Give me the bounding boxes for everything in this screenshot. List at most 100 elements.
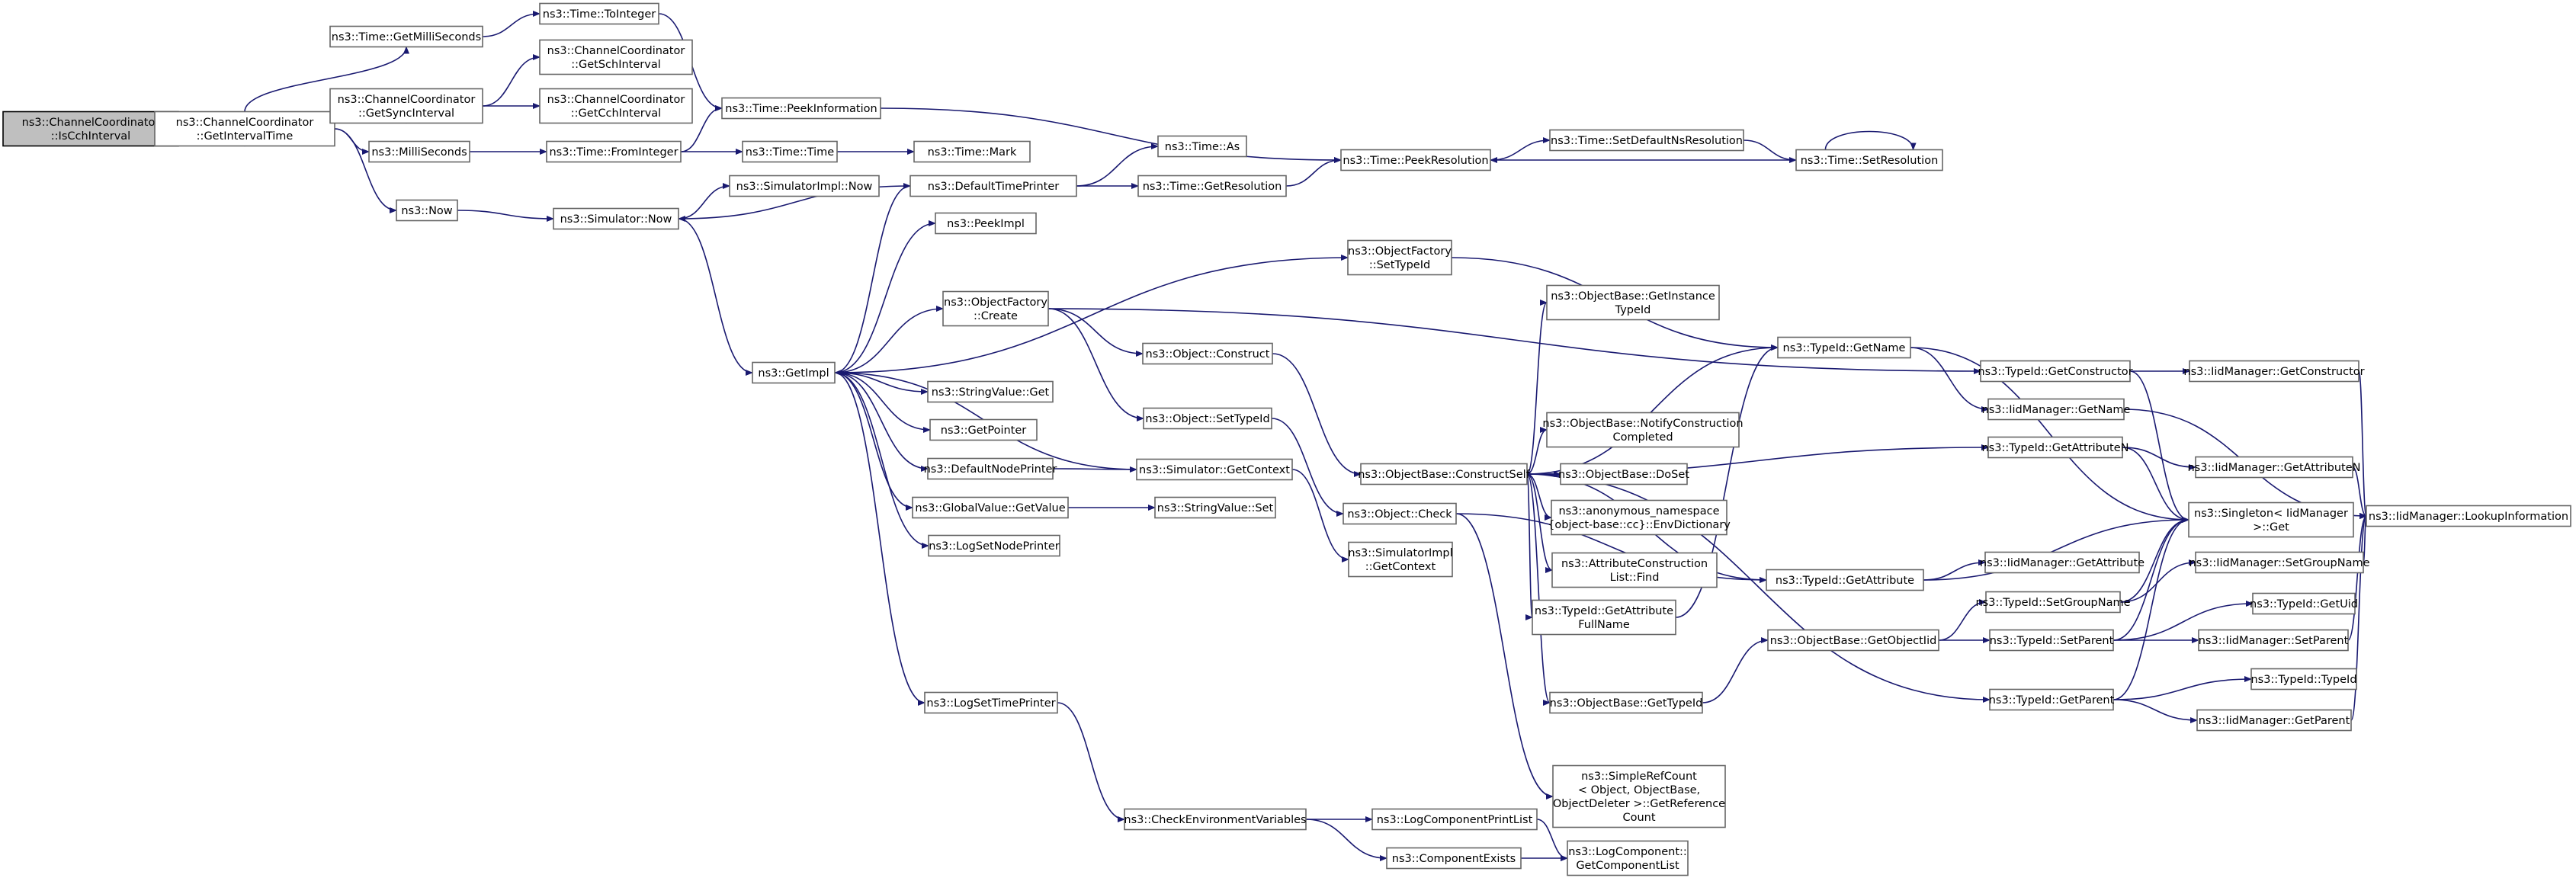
graph-node[interactable]: ns3::TypeId::GetUid [2250, 592, 2358, 615]
graph-node[interactable]: ns3::SimpleRefCount< Object, ObjectBase,… [1552, 764, 1726, 828]
graph-node[interactable]: ns3::IidManager::GetParent [2196, 709, 2352, 732]
graph-node[interactable]: ns3::ChannelCoordinator::GetSchInterval [539, 39, 693, 75]
graph-node[interactable]: ns3::Now [396, 199, 458, 222]
graph-node[interactable]: ns3::Time::PeekResolution [1340, 149, 1491, 171]
graph-node[interactable]: ns3::IidManager::GetAttributeN [2187, 456, 2361, 479]
graph-node[interactable]: ns3::ObjectBase::GetTypeId [1549, 691, 1703, 714]
edge-path [1272, 353, 1362, 477]
graph-node[interactable]: ns3::DefaultTimePrinter [909, 175, 1077, 197]
graph-node[interactable]: ns3::Object::SetTypeId [1143, 407, 1272, 430]
graph-node[interactable]: ns3::ObjectBase::ConstructSelf [1358, 463, 1531, 485]
graph-node[interactable]: ns3::Singleton< IidManager >::Get [2188, 501, 2354, 538]
graph-node[interactable]: ns3::IidManager::LookupInformation [2366, 505, 2571, 527]
node-box [2196, 709, 2352, 732]
graph-node[interactable]: ns3::Time::SetResolution [1795, 149, 1943, 171]
graph-node[interactable]: ns3::LogComponent::GetComponentList [1567, 840, 1689, 876]
node-label: ns3::Object::Construct [1146, 348, 1270, 360]
graph-node[interactable]: ns3::Time::ToInteger [539, 2, 659, 25]
graph-node[interactable]: ns3::LogSetTimePrinter [924, 691, 1058, 714]
graph-node[interactable]: ns3::Time::FromInteger [546, 140, 682, 163]
edge-path [1305, 819, 1387, 861]
node-label: ns3::IidManager::GetAttribute [1980, 557, 2145, 569]
node-box [1386, 847, 1522, 870]
graph-node[interactable]: ns3::ObjectBase::NotifyConstructionCompl… [1542, 412, 1744, 448]
graph-node[interactable]: ns3::IidManager::GetName [1982, 398, 2131, 421]
graph-node[interactable]: ns3::TypeId::GetParent [1989, 688, 2115, 711]
graph-node[interactable]: ns3::GlobalValue::GetValue [912, 496, 1069, 519]
graph-node[interactable]: ns3::TypeId::GetAttribute [1766, 569, 1924, 591]
graph-node[interactable]: ns3::PeekImpl [935, 212, 1037, 235]
graph-node[interactable]: ns3::StringValue::Set [1154, 496, 1276, 519]
graph-node[interactable]: ns3::SimulatorImpl::Now [729, 175, 880, 197]
graph-node[interactable]: ns3::SimulatorImpl::GetContext [1348, 541, 1453, 578]
graph-node[interactable]: ns3::StringValue::Get [927, 380, 1054, 403]
graph-node[interactable]: ns3::TypeId::SetGroupName [1975, 591, 2131, 614]
graph-node[interactable]: ns3::CheckEnvironmentVariables [1124, 808, 1307, 831]
graph-node[interactable]: ns3::LogComponentPrintList [1371, 808, 1538, 831]
graph-node[interactable]: ns3::ChannelCoordinator::GetIntervalTime [154, 111, 335, 147]
node-box [539, 88, 693, 124]
graph-node[interactable]: ns3::GetImpl [752, 361, 836, 384]
graph-node[interactable]: ns3::IidManager::SetParent [2198, 629, 2349, 652]
graph-node-root[interactable]: ns3::ChannelCoordinator::IsCchInterval [2, 111, 179, 147]
graph-node[interactable]: ns3::ObjectFactory::SetTypeId [1347, 239, 1452, 276]
graph-node[interactable]: ns3::DefaultNodePrinter [924, 457, 1057, 480]
node-label: ns3::Simulator::GetContext [1139, 464, 1290, 476]
call-edge [680, 105, 723, 152]
graph-node[interactable]: ns3::Simulator::GetContext [1136, 458, 1293, 481]
node-label: ns3::ObjectFactory [1348, 245, 1452, 258]
node-box [1136, 458, 1293, 481]
call-edge [482, 54, 541, 107]
graph-node[interactable]: ns3::MilliSeconds [368, 140, 470, 163]
graph-node[interactable]: ns3::Simulator::Now [553, 207, 679, 230]
edge-path [1057, 702, 1125, 822]
edge-path [834, 372, 929, 472]
graph-node[interactable]: ns3::Time::Time [742, 140, 838, 163]
graph-node[interactable]: ns3::ChannelCoordinator::GetSyncInterval [329, 88, 483, 124]
graph-node[interactable]: ns3::TypeId::GetConstructor [1978, 360, 2133, 383]
edge-path [1938, 599, 1987, 641]
graph-node[interactable]: ns3::TypeId::SetParent [1989, 629, 2114, 652]
edge-path [2112, 699, 2198, 723]
graph-node[interactable]: ns3::Time::Mark [913, 140, 1031, 163]
graph-node[interactable]: ns3::LogSetNodePrinter [928, 534, 1060, 557]
graph-node[interactable]: ns3::TypeId::GetName [1777, 336, 1911, 359]
graph-node[interactable]: ns3::TypeId::GetAttributeN [1981, 436, 2129, 459]
graph-node[interactable]: ns3::TypeId::TypeId [2250, 668, 2357, 691]
graph-node[interactable]: ns3::Time::As [1157, 135, 1247, 158]
node-label: ns3::ChannelCoordinator [176, 117, 314, 129]
graph-node[interactable]: ns3::IidManager::SetGroupName [2189, 551, 2370, 574]
graph-node[interactable]: ns3::Time::SetDefaultNsResolution [1549, 129, 1744, 152]
edge-path [2122, 447, 2189, 523]
edge-path [1910, 347, 1989, 412]
call-edge [2112, 601, 2254, 641]
edge-path [334, 128, 397, 213]
graph-node[interactable]: ns3::ComponentExists [1386, 847, 1522, 870]
graph-node[interactable]: ns3::IidManager::GetConstructor [2183, 360, 2365, 383]
graph-node[interactable]: ns3::Object::Check [1343, 502, 1457, 525]
graph-node[interactable]: ns3::anonymous_namespace{object-base::cc… [1548, 499, 1731, 536]
node-box [1989, 688, 2114, 711]
node-label: ns3::Time::FromInteger [549, 146, 678, 159]
graph-node[interactable]: ns3::GetPointer [929, 418, 1038, 441]
graph-node[interactable]: ns3::Time::GetMilliSeconds [329, 25, 483, 48]
call-edge [834, 372, 929, 472]
graph-node[interactable]: ns3::ObjectBase::DoSet [1558, 463, 1689, 485]
edge-path [1076, 143, 1159, 187]
call-edge [2112, 676, 2252, 700]
edge-path [2350, 513, 2367, 721]
node-label: ns3::CheckEnvironmentVariables [1124, 814, 1306, 826]
node-label: Completed [1612, 431, 1673, 444]
graph-node[interactable]: ns3::ChannelCoordinator::GetCchInterval [539, 88, 693, 124]
graph-node[interactable]: ns3::ObjectFactory::Create [942, 290, 1049, 327]
graph-node[interactable]: ns3::Object::Construct [1142, 342, 1273, 365]
graph-node[interactable]: ns3::Time::GetResolution [1137, 175, 1287, 197]
node-label: ns3::LogSetTimePrinter [926, 697, 1055, 710]
graph-node[interactable]: ns3::Time::PeekInformation [721, 97, 881, 120]
graph-node[interactable]: ns3::IidManager::GetAttribute [1980, 551, 2145, 574]
graph-node[interactable]: ns3::ObjectBase::GetObjectIid [1767, 629, 1939, 652]
edge-path [482, 11, 541, 37]
